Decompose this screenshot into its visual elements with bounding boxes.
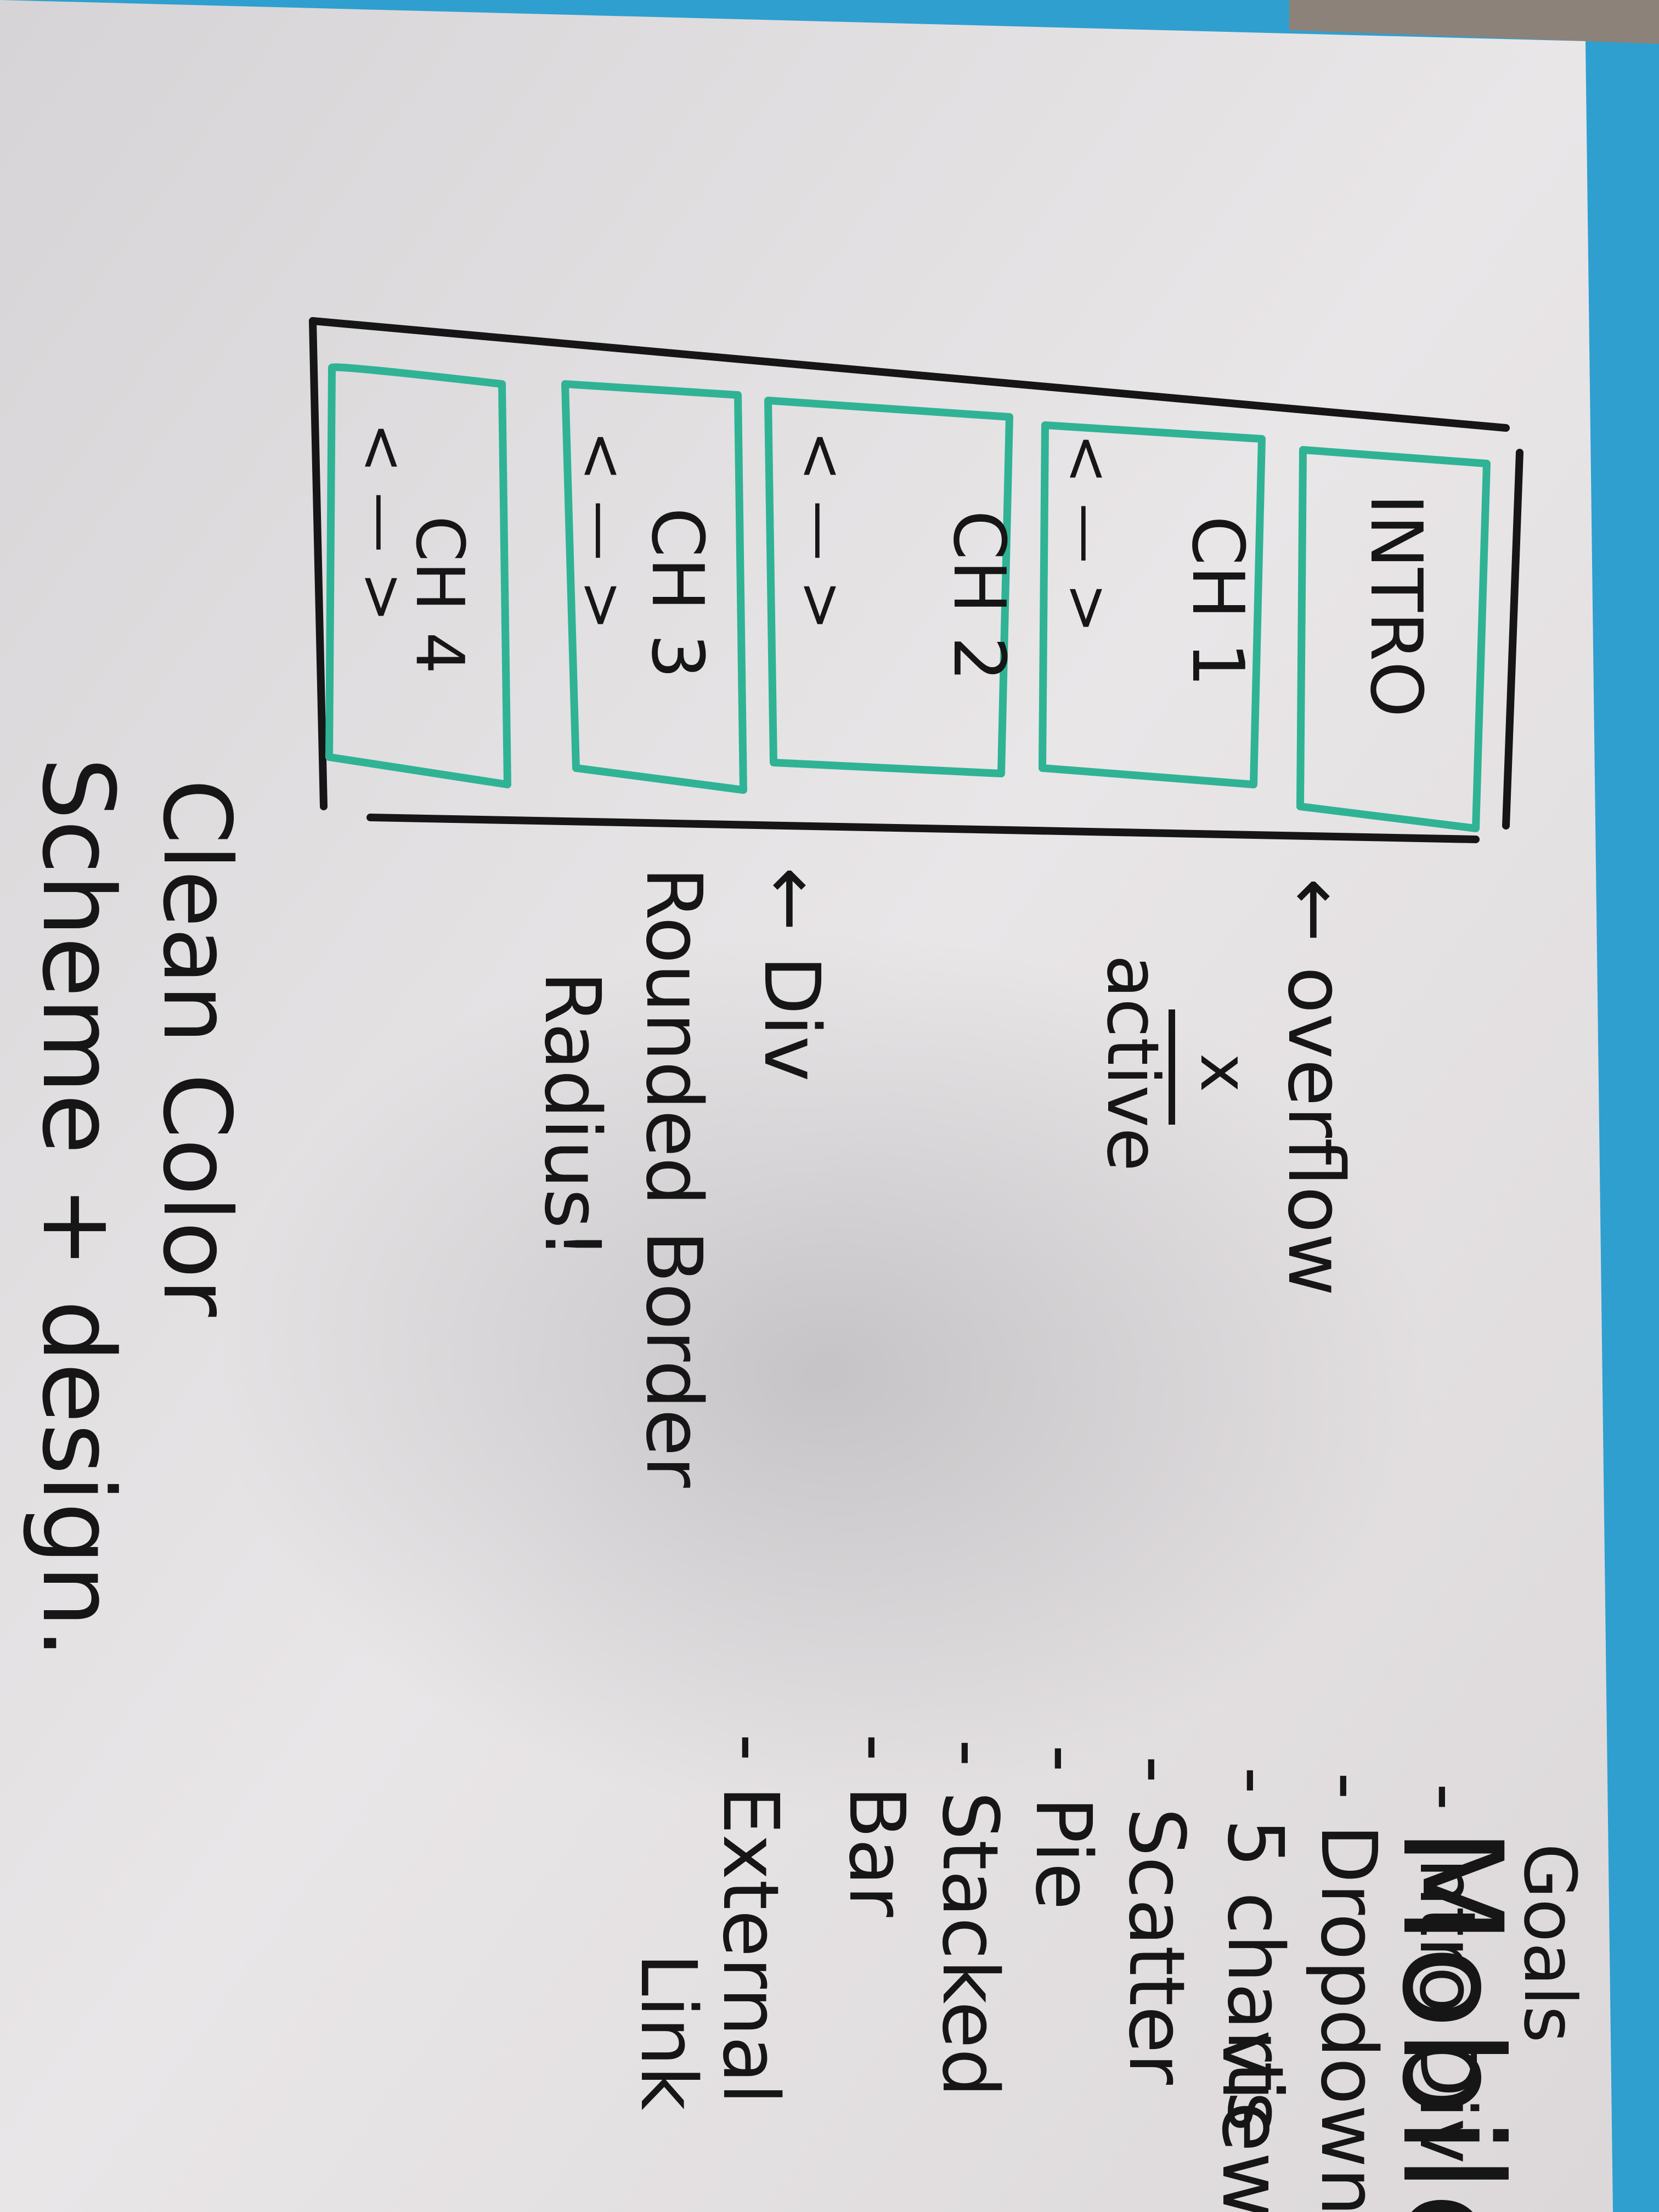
panel-ch4-outline — [325, 363, 511, 788]
panel-ch2-label: CH 2 — [938, 510, 1021, 682]
panel-ch1-outline — [1039, 421, 1266, 788]
note-div: ← Div — [747, 867, 836, 1081]
note-scheme-design: Scheme + design. — [20, 757, 135, 1659]
goals-mobile: Mobile — [1372, 1827, 1532, 2212]
goals-item: - External — [706, 1734, 795, 2104]
goals-view: view — [1204, 2030, 1299, 2212]
panel-intro-outline — [1296, 446, 1491, 832]
note-active: active — [1091, 955, 1175, 1171]
goals-item: - Intro Div — [1402, 1783, 1492, 2164]
goals-item: - Scatter — [1111, 1756, 1201, 2085]
panel-ch3-label: CH 3 — [636, 507, 719, 679]
panel-ch1-label: CH 1 — [1176, 516, 1260, 687]
panel-ch3-arrows: < — > — [567, 431, 637, 630]
panel-ch4-arrows: < — > — [348, 422, 418, 622]
note-clean-color: Clean Color — [142, 779, 251, 1317]
goals-item: - 5 charts — [1210, 1767, 1300, 2131]
sketch-panels — [325, 363, 1491, 832]
board-shadow — [219, 933, 1426, 1810]
goals-item: - Dropdowns — [1304, 1772, 1393, 2212]
note-rounded-border: Rounded Border — [629, 867, 718, 1488]
panel-intro-label: INTRO — [1355, 494, 1438, 718]
goals-title: Goals — [1508, 1843, 1592, 2043]
goals-item: - Stacked — [925, 1739, 1014, 2097]
panel-ch1-arrows: < — > — [1053, 433, 1123, 633]
goals-item: - Bar — [832, 1734, 921, 1917]
note-divider — [1169, 1009, 1175, 1125]
panel-ch3-outline — [561, 380, 747, 794]
sketch-container — [309, 317, 1523, 843]
wall-strip — [1289, 0, 1659, 44]
note-overflow: ← overflow — [1271, 878, 1360, 1296]
goals-item: - Pie — [1018, 1745, 1108, 1910]
goals-item: Link — [623, 1953, 713, 2111]
panel-ch2-outline — [764, 397, 1013, 777]
note-overflow-x: x — [1186, 1053, 1262, 1092]
note-radius: Radius! — [527, 971, 617, 1260]
panel-ch4-label: CH 4 — [401, 516, 477, 674]
panel-ch2-arrows: < — > — [787, 431, 857, 630]
